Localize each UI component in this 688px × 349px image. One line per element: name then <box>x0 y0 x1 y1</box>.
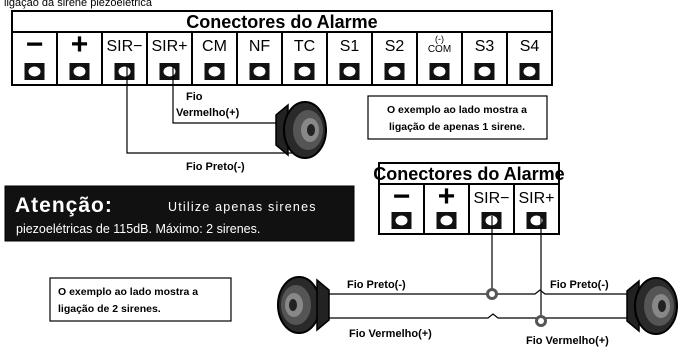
terminal-label: S2 <box>385 38 405 55</box>
terminal-s3: S3 <box>461 32 495 85</box>
terminal-: − <box>391 180 412 229</box>
note-single-siren: O exemplo ao lado mostra a ligação de ap… <box>367 95 548 140</box>
wire-label-red-left: Fio Vermelho(+) <box>349 328 432 340</box>
terminal-label: CM <box>202 38 227 55</box>
double-siren-wiring: Fio Preto(-) Fio Preto(-) Fio Vermelho(+… <box>277 216 678 347</box>
terminal-label: SIR+ <box>518 190 554 207</box>
speaker-left-icon <box>277 276 330 334</box>
terminal-label: − <box>393 180 411 213</box>
single-siren-wiring: Fio Vermelho(+) Fio Preto(-) <box>126 66 327 173</box>
terminal-label: NF <box>249 38 271 55</box>
terminal-label: S4 <box>520 38 540 55</box>
speaker-right-icon <box>626 277 678 335</box>
note-single-line1: O exemplo ao lado mostra a <box>387 104 527 116</box>
wire-label-red-single-2: Vermelho(+) <box>176 107 240 119</box>
terminal-label: + <box>71 28 89 61</box>
note-double-line1: O exemplo ao lado mostra a <box>58 286 198 298</box>
terminal-label: − <box>26 28 44 61</box>
connector-block-secondary: Conectores do Alarme −+ SIR− SIR+ <box>373 162 565 235</box>
wire-label-red-single-1: Fio <box>186 91 203 103</box>
note-double-line2: ligação de 2 sirenes. <box>58 303 161 315</box>
terminal-sir: SIR− <box>468 184 510 234</box>
speaker-icon <box>275 101 327 159</box>
top-caption: ligação da sirene piezoelétrica <box>4 0 153 9</box>
warning-box: Atenção: Utilize apenas sirenes piezoelé… <box>4 185 355 242</box>
terminal-: + <box>56 28 90 85</box>
terminal-label: S3 <box>475 38 495 55</box>
warning-heading: Atenção: <box>15 194 113 217</box>
connector-block-main-title: Conectores do Alarme <box>186 12 377 32</box>
terminal-label: S1 <box>340 38 360 55</box>
warning-line1: Utilize apenas sirenes <box>168 200 317 214</box>
terminal-com: (-)COM <box>416 32 451 85</box>
note-single-line2: ligação de apenas 1 sirene. <box>389 121 525 133</box>
terminal-s4: S4 <box>506 32 540 85</box>
connector-block-main: Conectores do Alarme −+ SIR− SIR+ CM NF TC S1 S… <box>11 10 553 86</box>
terminal-label: COM <box>428 44 451 55</box>
wire-label-black-single: Fio Preto(-) <box>186 161 245 173</box>
terminal-label: + <box>438 180 456 213</box>
terminal-label: TC <box>294 38 315 55</box>
terminal-cm: CM <box>191 32 227 85</box>
note-double-siren: O exemplo ao lado mostra a ligação de 2 … <box>49 277 232 322</box>
terminal-: + <box>423 180 457 234</box>
terminal-s2: S2 <box>371 32 405 85</box>
terminal-label: SIR− <box>106 38 142 55</box>
terminal-label: SIR− <box>473 190 509 207</box>
terminal-tc: TC <box>281 32 315 85</box>
terminal-label-sup: (-) <box>435 34 444 44</box>
terminal-nf: NF <box>236 32 271 85</box>
terminal-s1: S1 <box>326 32 360 85</box>
connector-block-secondary-title: Conectores do Alarme <box>373 164 564 184</box>
wire-label-red-right: Fio Vermelho(+) <box>526 335 609 347</box>
wire-label-black-left: Fio Preto(-) <box>347 279 406 291</box>
terminal-: − <box>24 28 45 80</box>
wire-label-black-right: Fio Preto(-) <box>550 279 609 291</box>
terminal-label: SIR+ <box>151 38 187 55</box>
warning-line2: piezoelétricas de 115dB. Máximo: 2 siren… <box>16 222 260 236</box>
